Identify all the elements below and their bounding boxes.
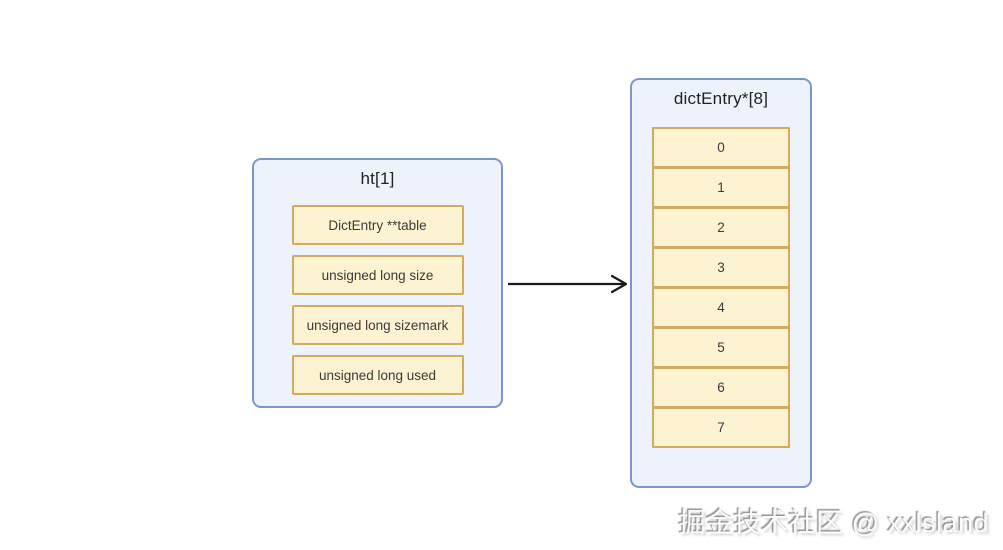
dict-entry-array-title: dictEntry*[8] <box>673 89 769 108</box>
ht-table-fields: DictEntry **table unsigned long size unsig… <box>254 205 501 405</box>
ht-table-box: ht[1] DictEntry **table unsigned long siz… <box>252 158 503 408</box>
array-slot: 6 <box>652 367 790 408</box>
array-slot: 2 <box>652 207 790 248</box>
array-slot: 1 <box>652 167 790 208</box>
array-slot: 5 <box>652 327 790 368</box>
array-slot: 4 <box>652 287 790 328</box>
array-slot: 0 <box>652 127 790 168</box>
watermark-text: 掘金技术社区 @ xxlsland <box>678 508 989 538</box>
struct-field: DictEntry **table <box>291 205 464 245</box>
struct-field: unsigned long size <box>291 255 464 295</box>
struct-field: unsigned long used <box>291 355 464 395</box>
array-slot: 7 <box>652 407 790 448</box>
array-slot: 3 <box>652 247 790 288</box>
struct-field: unsigned long sizemark <box>291 305 464 345</box>
ht-table-box-title: ht[1] <box>360 169 395 188</box>
right-arrow-icon <box>508 274 628 294</box>
